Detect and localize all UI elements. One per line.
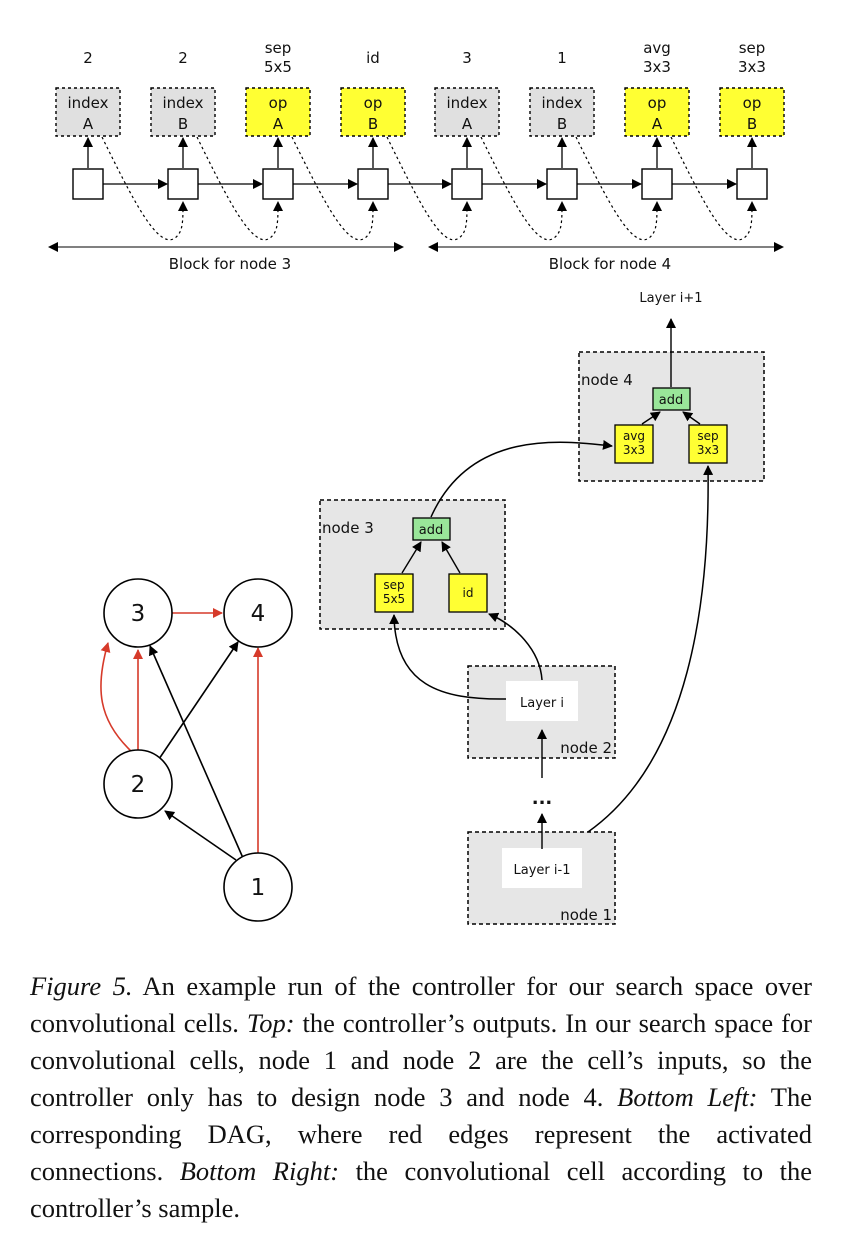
controller-box-line2-3: A [273, 115, 284, 133]
feedback-arrow-5 [480, 136, 567, 241]
controller-output-2: 2 [178, 49, 188, 67]
caption-top-label: Top: [246, 1008, 295, 1038]
rnn-cell-3 [262, 168, 294, 200]
layer-i-label: Layer i [520, 696, 564, 711]
controller-output-6: 1 [557, 49, 567, 67]
controller-box-line2-5: A [462, 115, 473, 133]
edge-1-3 [149, 645, 244, 859]
controller-box-index-2 [150, 87, 216, 137]
controller-box-line1-4: op [364, 94, 383, 112]
controller-box-line1-7: op [648, 94, 667, 112]
controller-box-line1-6: index [541, 94, 582, 112]
dag-node-1-label: 1 [251, 875, 266, 901]
dag-node-2: 2 [103, 749, 173, 819]
dag-diagram: 3 4 2 1 [100, 578, 293, 922]
node4-label: node 4 [581, 371, 633, 389]
controller-box-line2-7: A [652, 115, 663, 133]
edge-1-2 [164, 810, 237, 861]
feedback-arrow-2 [196, 136, 283, 241]
rnn-cell-4 [357, 168, 389, 200]
node3-label: node 3 [322, 519, 374, 537]
controller-box-line1-2: index [162, 94, 203, 112]
node1-label: node 1 [560, 906, 612, 924]
controller-box-op-8 [719, 87, 785, 137]
dag-node-2-label: 2 [131, 772, 146, 798]
dag-node-3: 3 [103, 578, 173, 648]
rnn-cell-2 [167, 168, 199, 200]
feedback-arrow-1 [101, 136, 188, 241]
node3-add-label: add [419, 523, 443, 538]
feedback-arrow-6 [575, 136, 662, 241]
controller-box-line2-6: B [557, 115, 567, 133]
dag-node-3-label: 3 [131, 601, 146, 627]
edge-layeri-to-id [488, 612, 543, 681]
controller-output-1: 2 [83, 49, 93, 67]
node4-opB [688, 424, 728, 464]
caption-text-3: The corresponding DAG, where red edges r… [30, 1082, 812, 1186]
controller-box-op-3 [245, 87, 311, 137]
controller-box-line1-1: index [67, 94, 108, 112]
node3-opA [374, 573, 414, 613]
rnn-cell-5 [451, 168, 483, 200]
controller-output-5: 3 [462, 49, 472, 67]
controller-box-line2-2: B [178, 115, 188, 133]
node3-opB [448, 573, 488, 613]
caption-figure-label: Figure 5. [30, 971, 133, 1001]
controller-box-line2-4: B [368, 115, 378, 133]
dag-node-4-label: 4 [251, 601, 266, 627]
rnn-cell-6 [546, 168, 578, 200]
caption-text-2: the controller’s outputs. In our search … [30, 1008, 812, 1112]
controller-box-line1-3: op [269, 94, 288, 112]
block-label-2: Block for node 4 [549, 255, 671, 273]
node2-label: node 2 [560, 739, 612, 757]
dag-node-4: 4 [223, 578, 293, 648]
edge-layeri-1-to-sep3x3 [587, 465, 714, 833]
controller-box-line2-1: A [83, 115, 94, 133]
node4-add-label: add [659, 393, 683, 408]
block-label-1: Block for node 3 [169, 255, 291, 273]
caption-text-4: the convolutional cell according to the … [30, 1156, 812, 1223]
layer-next-label: Layer i+1 [639, 291, 702, 306]
feedback-arrow-7 [670, 136, 757, 241]
rnn-cell-7 [641, 168, 673, 200]
ellipsis: ... [532, 788, 553, 809]
rnn-cell-8 [736, 168, 768, 200]
controller-box-op-7 [624, 87, 690, 137]
caption-bottom-right-label: Bottom Right: [179, 1156, 340, 1186]
figure-caption: Figure 5. An example run of the controll… [30, 968, 812, 1227]
controller-box-line2-8: B [747, 115, 757, 133]
controller-box-line1-8: op [743, 94, 762, 112]
controller-box-index-1 [55, 87, 121, 137]
controller-box-op-4 [340, 87, 406, 137]
layer-i-minus-1-label: Layer i-1 [514, 863, 571, 878]
feedback-arrow-4 [386, 136, 472, 241]
node4-add [652, 387, 691, 411]
controller-box-index-6 [529, 87, 595, 137]
controller-box-line1-5: index [446, 94, 487, 112]
edge-node3-to-node4 [430, 440, 613, 518]
feedback-arrow-3 [291, 136, 378, 241]
node3-add [412, 517, 451, 541]
node4-opA [614, 424, 654, 464]
rnn-cell-1 [72, 168, 104, 200]
controller-box-index-5 [434, 87, 500, 137]
edge-2-3-curve [100, 642, 133, 753]
caption-text-1: An example run of the controller for our… [30, 971, 812, 1038]
edge-2-4 [158, 641, 239, 760]
edge-layeri-to-sep5x5 [389, 614, 507, 700]
controller-output-4: id [366, 49, 380, 67]
node3-opB-label: id [463, 586, 474, 600]
caption-bottom-left-label: Bottom Left: [617, 1082, 758, 1112]
dag-node-1: 1 [223, 852, 293, 922]
